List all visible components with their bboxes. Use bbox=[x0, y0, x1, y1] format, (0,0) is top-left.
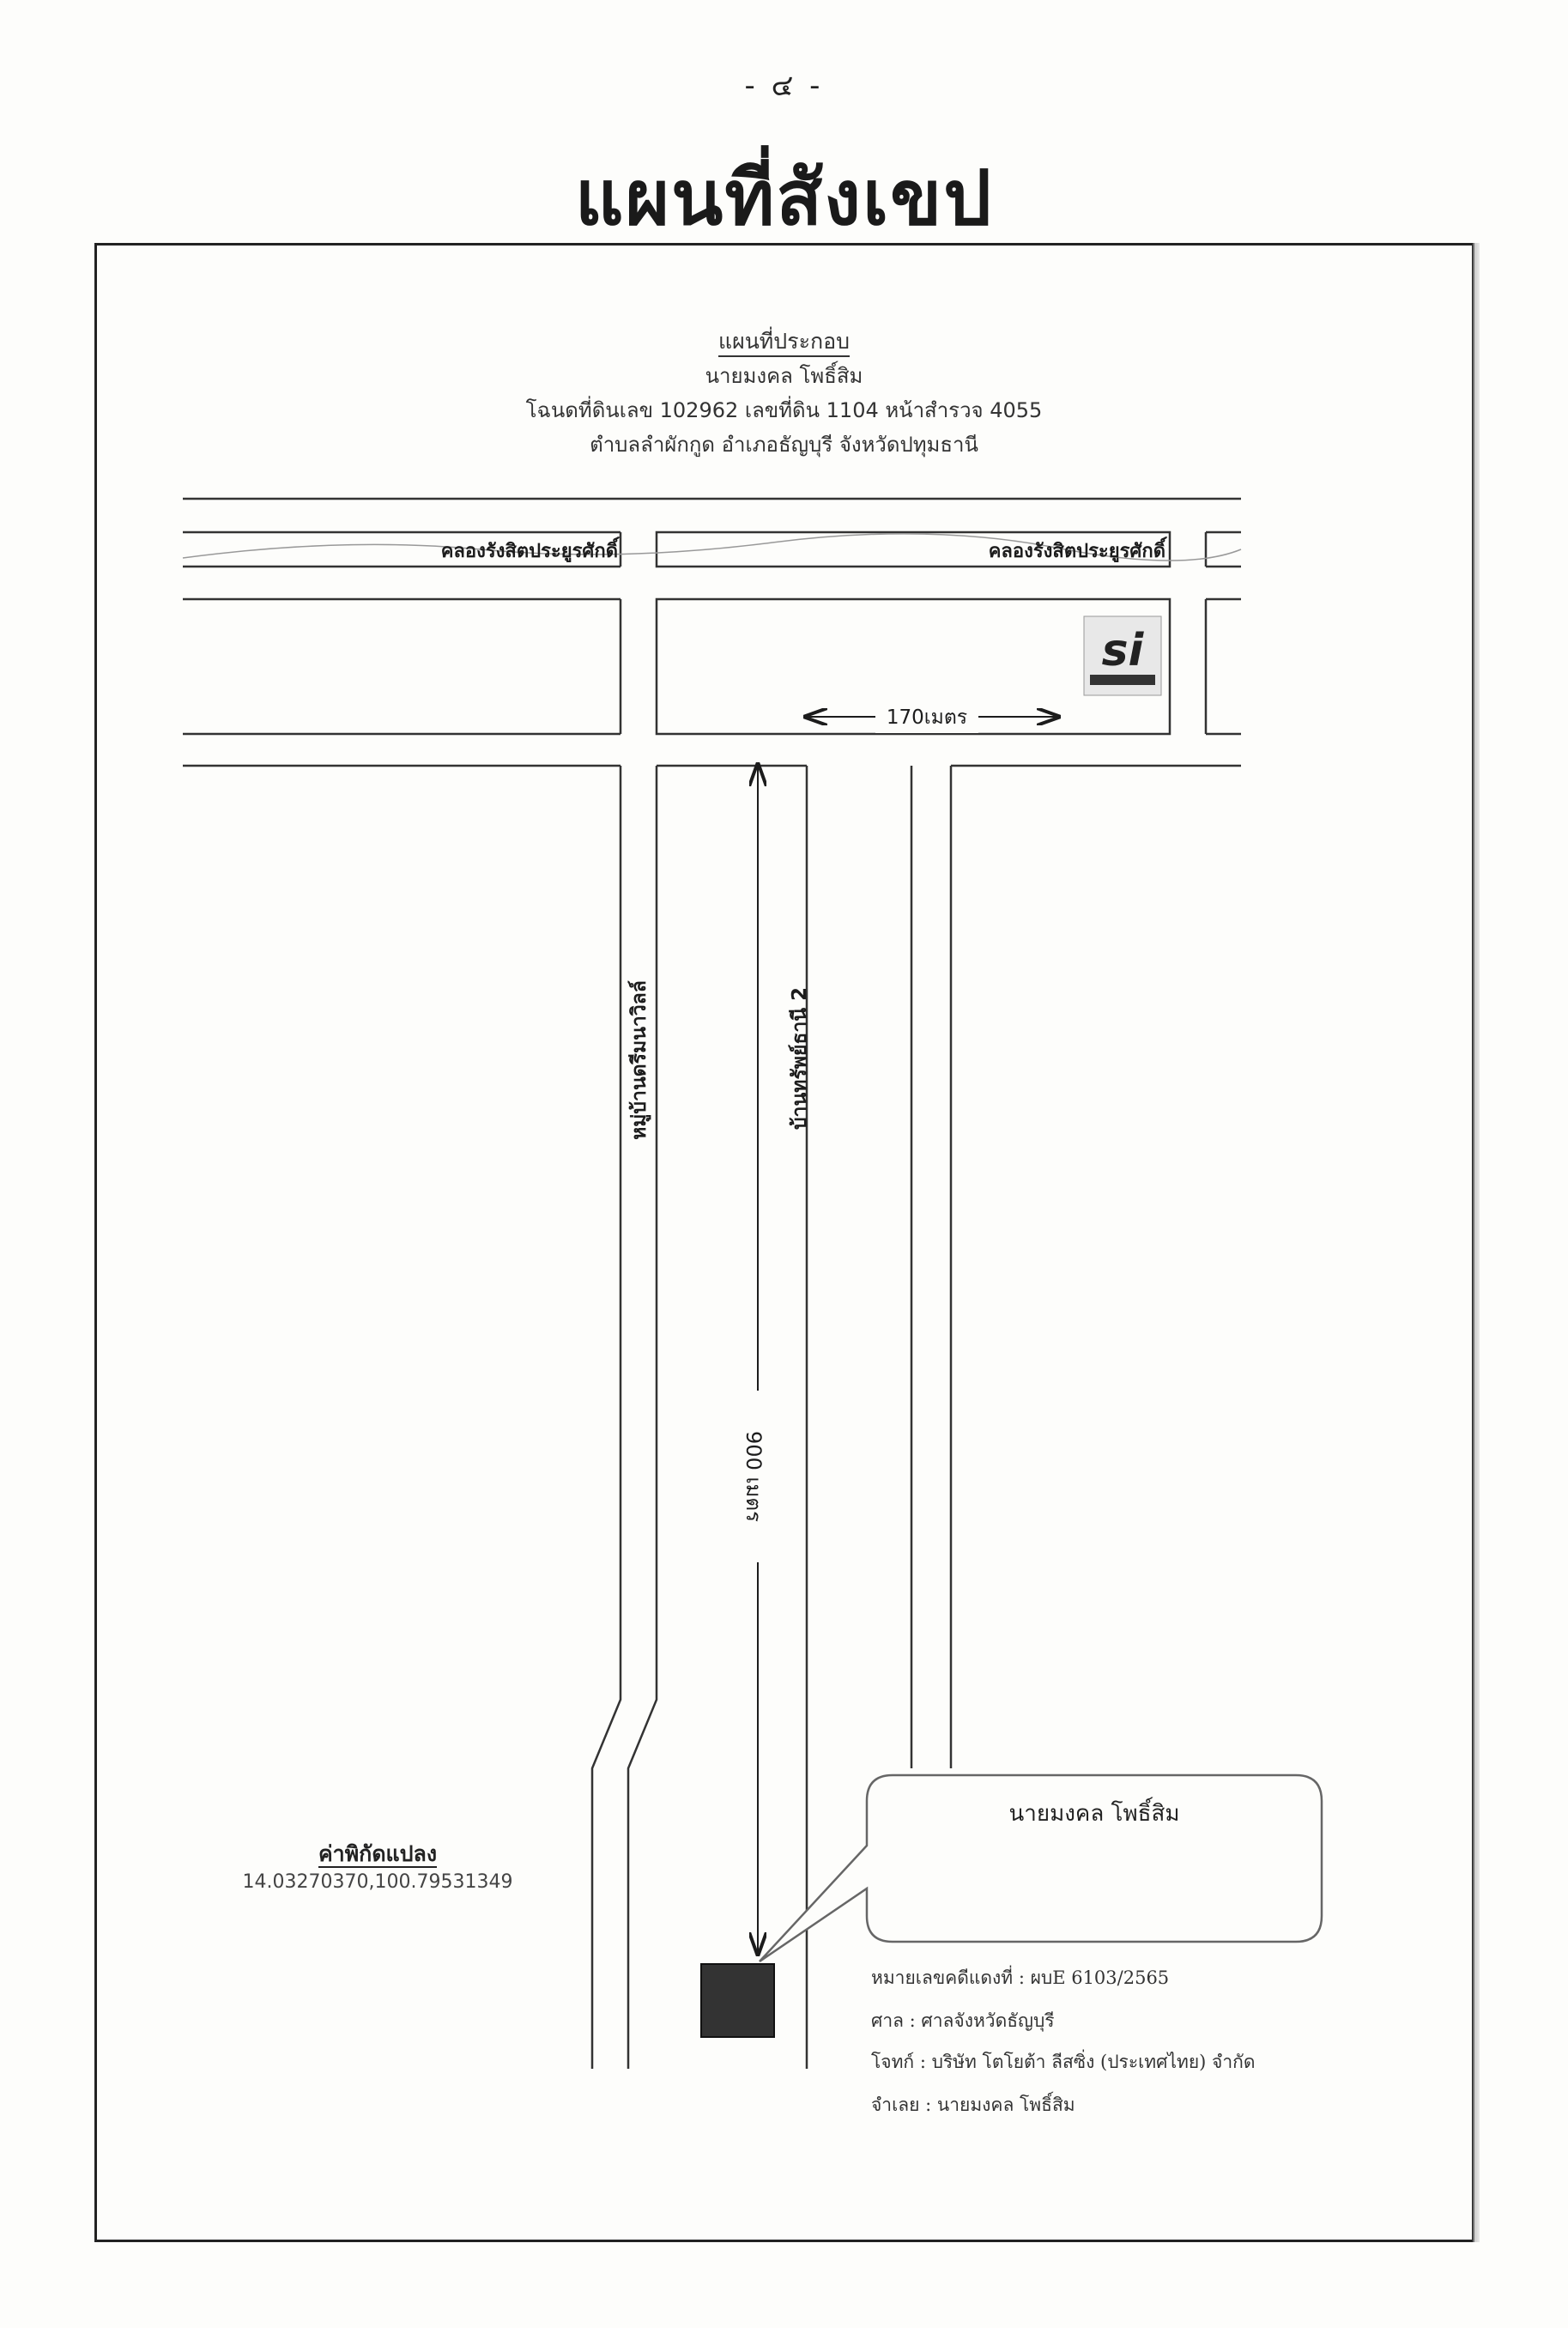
canal-band bbox=[183, 530, 1241, 568]
canal-label-right: คลองรังสิตประยูรศักดิ์ bbox=[988, 541, 1165, 562]
case-defendant: จำเลย : นายมงคล โพธิ์สิม bbox=[871, 2095, 1075, 2115]
road-label-right: บ้านทรัพย์ธานี 2 bbox=[789, 986, 811, 1131]
map-header-title: แผนที่ประกอบ bbox=[0, 324, 1568, 359]
case-plaintiff: โจทก์ : บริษัท โตโยต้า ลีสซิ่ง (ประเทศไท… bbox=[871, 2052, 1256, 2072]
frame-shadow bbox=[1473, 243, 1480, 2242]
left-soi bbox=[590, 766, 658, 2069]
road-label-left: หมู่บ้านดรีมนาวิลล์ bbox=[628, 980, 651, 1140]
case-court: ศาล : ศาลจังหวัดธัญบุรี bbox=[871, 2010, 1055, 2031]
svg-text:si: si bbox=[1102, 625, 1145, 676]
right-soi bbox=[805, 766, 953, 2069]
company-logo-icon: si bbox=[1083, 615, 1162, 696]
coordinates-label: ค่าพิกัดแปลง bbox=[318, 1841, 438, 1868]
land-parcel bbox=[700, 1963, 775, 2038]
map-header-owner: นายมงคล โพธิ์สิม bbox=[705, 364, 863, 388]
case-number: หมายเลขคดีแดงที่ : ผบE 6103/2565 bbox=[871, 1967, 1170, 1988]
coordinates-value: 14.03270370,100.79531349 bbox=[242, 1871, 513, 1893]
page-title: แผนที่สังเขป bbox=[574, 154, 994, 242]
page-number: - ๔ - bbox=[744, 69, 824, 103]
distance-label-horizontal: 170เมตร bbox=[875, 702, 978, 733]
map-header-deed: โฉนดที่ดินเลข 102962 เลขที่ดิน 1104 หน้า… bbox=[525, 398, 1043, 422]
canal-label-left: คลองรังสิตประยูรศักดิ์ bbox=[440, 541, 618, 562]
callout-bubble bbox=[759, 1773, 1323, 1963]
distance-label-vertical: 900 เมตร bbox=[742, 1431, 766, 1522]
blocks bbox=[183, 597, 1241, 736]
canal-water-line bbox=[182, 533, 1242, 561]
callout-owner-name: นายมงคล โพธิ์สิม bbox=[1008, 1801, 1180, 1827]
map-header-location: ตำบลลำผักกูด อำเภอธัญบุรี จังหวัดปทุมธาน… bbox=[590, 433, 978, 457]
